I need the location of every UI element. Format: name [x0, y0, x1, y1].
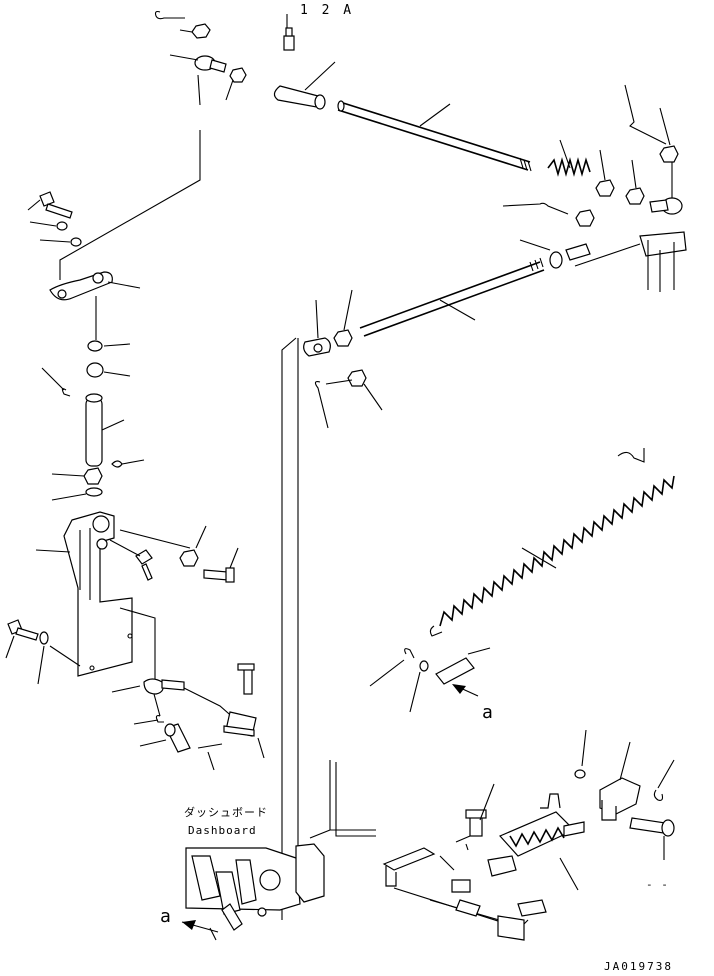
- view-a-mechanism: [382, 729, 675, 941]
- view-a-label-upper: a: [482, 702, 493, 723]
- dashboard-panel: [185, 337, 376, 941]
- dashboard-label-en: Dashboard: [188, 824, 257, 837]
- middle-rod-assembly: [303, 202, 595, 429]
- top-right-spring-assembly: [547, 84, 687, 292]
- pedal-bracket: [5, 511, 265, 771]
- spring-anchor-bracket: [369, 647, 491, 713]
- top-rod-assembly: [154, 10, 532, 172]
- grease-fitting-callout: 1 2 A: [300, 3, 354, 18]
- return-spring: [429, 448, 675, 637]
- view-a-arrow-lower: [181, 920, 219, 933]
- view-a-label-lower: a: [160, 906, 171, 927]
- dashboard-label-jp: ダッシュボード: [184, 805, 268, 819]
- left-pedal-linkage: [27, 130, 201, 501]
- drawing-number: JA019738: [604, 960, 673, 973]
- dash-mark: - -: [646, 878, 669, 891]
- view-a-arrow-upper: [452, 684, 479, 697]
